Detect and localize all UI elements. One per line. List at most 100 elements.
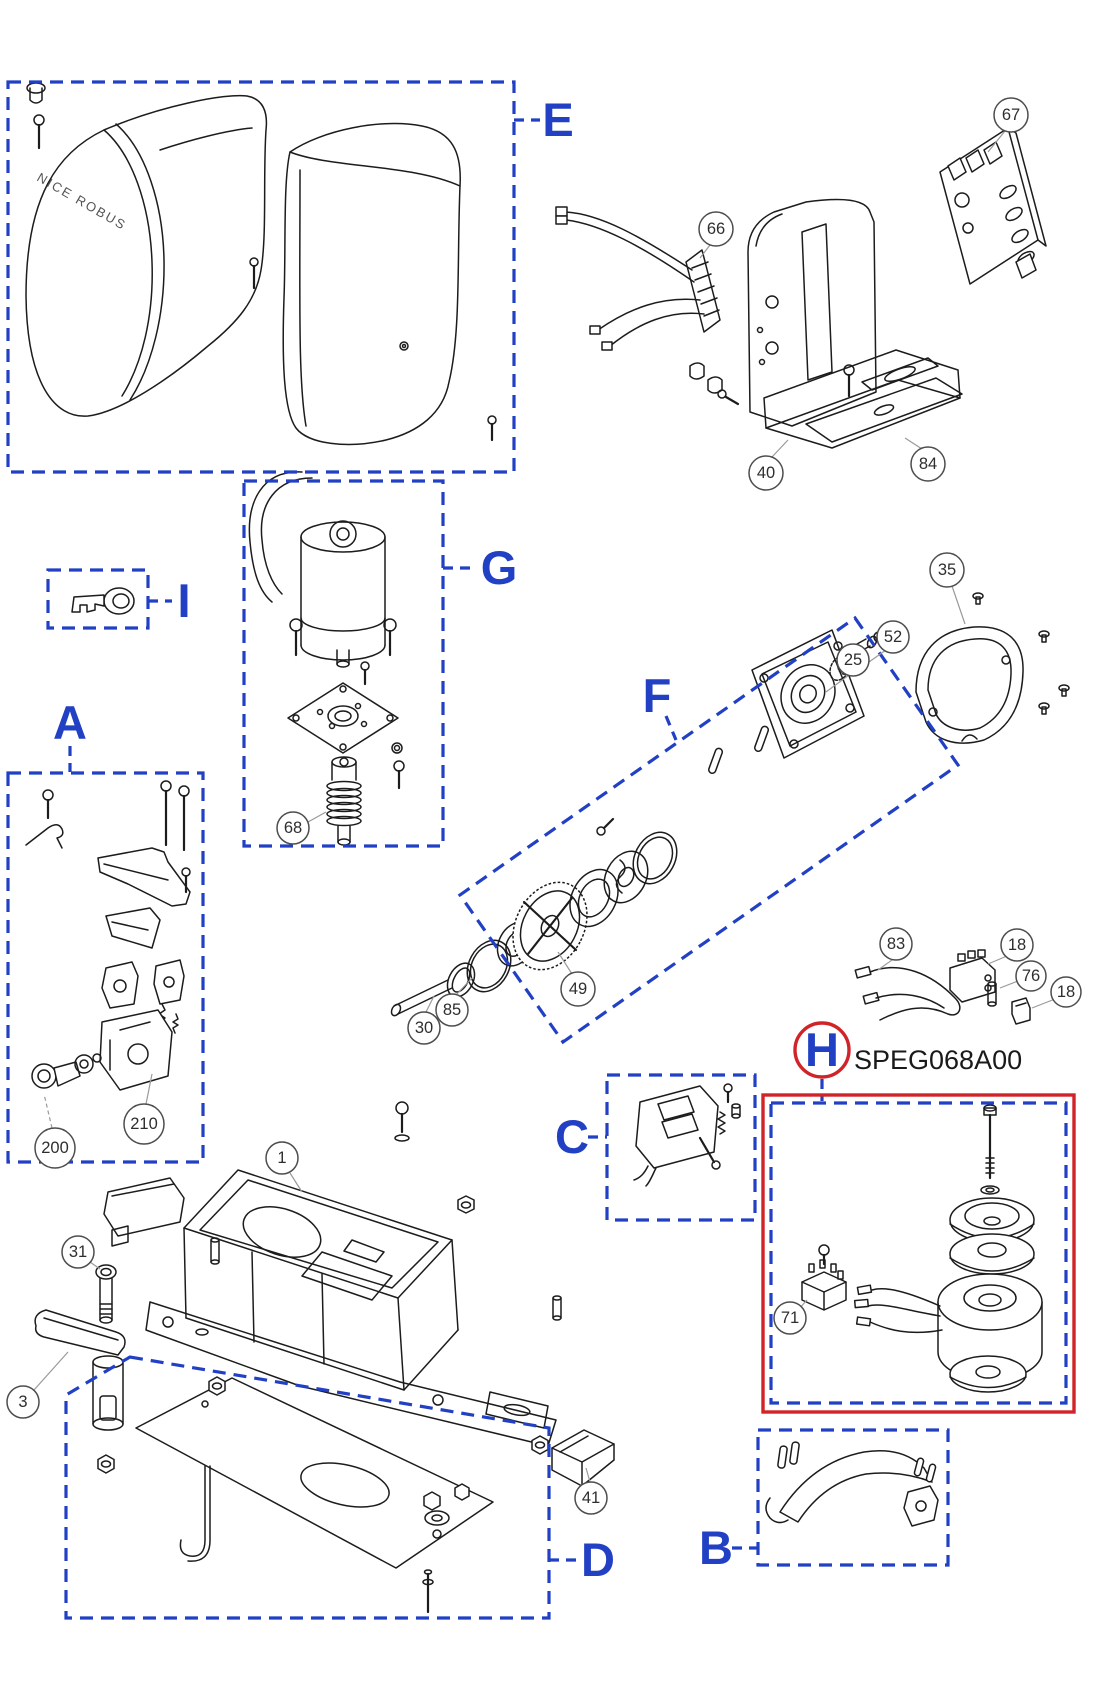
svg-text:52: 52 (884, 628, 902, 646)
cover-41 (551, 1429, 615, 1487)
group-box-A: A (6, 696, 205, 1164)
release-lock-parts (25, 780, 191, 1091)
svg-text:49: 49 (569, 980, 587, 998)
callout-30: 30 (407, 995, 441, 1045)
h-highlight-box (761, 1093, 1076, 1414)
svg-text:83: 83 (887, 935, 905, 953)
group-box-C: C (555, 1073, 757, 1222)
motor-assembly (248, 471, 397, 686)
svg-text:85: 85 (443, 1001, 461, 1019)
pin-76 (987, 981, 997, 1007)
callout-85: 85 (435, 977, 473, 1027)
callout-200: 200 (34, 1093, 76, 1169)
callout-18a: 18 (987, 928, 1034, 965)
motor-flange (751, 627, 891, 759)
svg-text:3: 3 (18, 1393, 27, 1411)
transformer-disc-bottom (949, 1355, 1027, 1393)
brand-text: NICE ROBUS (35, 170, 130, 233)
group-label-B: B (699, 1521, 733, 1574)
callout-18b: 18 (1031, 976, 1082, 1009)
transformer-kit (801, 1104, 1043, 1393)
main-base-body (145, 1169, 557, 1447)
svg-text:35: 35 (938, 561, 956, 579)
capacitor-wire (854, 965, 961, 1021)
group-box-B: B (699, 1428, 950, 1574)
clip-18 (1011, 997, 1031, 1025)
callout-25: 25 (825, 643, 870, 693)
group-box-E: E (6, 80, 574, 474)
callout-41: 41 (574, 1467, 608, 1515)
main-gear (512, 881, 588, 971)
base-small-parts (103, 1101, 562, 1321)
group-label-F: F (643, 669, 672, 722)
switch-block (949, 949, 996, 1003)
group-box-G: G (242, 479, 518, 848)
callout-35: 35 (929, 552, 966, 625)
drive-gear-train (390, 725, 770, 1017)
wire-harness (555, 206, 721, 351)
control-board (939, 127, 1047, 285)
svg-text:66: 66 (707, 220, 725, 238)
group-box-F: F (457, 615, 961, 1045)
rectifier-block (801, 1244, 847, 1311)
svg-text:71: 71 (781, 1309, 799, 1327)
group-label-D: D (581, 1533, 615, 1586)
release-bolt-31 (95, 1264, 117, 1324)
release-arm-parts (765, 1441, 939, 1527)
gearbox-plate (287, 682, 399, 754)
key (71, 587, 135, 615)
callout-66: 66 (698, 211, 734, 259)
callout-31: 31 (61, 1235, 101, 1270)
release-handle-3 (34, 1309, 126, 1431)
svg-text:31: 31 (69, 1243, 87, 1261)
group-box-D: D (64, 1355, 615, 1620)
callout-68: 68 (276, 811, 327, 845)
group-label-G: G (481, 541, 518, 594)
group-label-E: E (542, 93, 573, 146)
transformer-disc-mid (949, 1233, 1035, 1275)
group-box-H: H SPEG068A00 (761, 1021, 1076, 1414)
callout-76: 76 (999, 960, 1047, 992)
chassis-tray (689, 349, 963, 449)
svg-text:210: 210 (130, 1115, 158, 1133)
callout-83: 83 (877, 927, 913, 971)
svg-text:76: 76 (1022, 967, 1040, 985)
foundation-plate (97, 1376, 549, 1614)
callout-40: 40 (748, 439, 789, 491)
svg-text:18: 18 (1008, 936, 1026, 954)
svg-text:41: 41 (582, 1489, 600, 1507)
callout-67: 67 (987, 97, 1029, 153)
callout-49: 49 (557, 951, 596, 1007)
callout-71: 71 (773, 1299, 808, 1335)
chassis-back-panel (747, 198, 877, 427)
cover-push-pins (972, 592, 1070, 715)
callout-210: 210 (123, 1073, 165, 1145)
svg-text:30: 30 (415, 1019, 433, 1037)
group-label-A: A (53, 696, 87, 749)
callout-3: 3 (6, 1351, 69, 1419)
worm-gear (326, 742, 405, 846)
svg-text:25: 25 (844, 651, 862, 669)
callout-52: 52 (868, 620, 910, 663)
svg-text:1: 1 (277, 1149, 286, 1167)
svg-text:84: 84 (919, 455, 937, 473)
limit-switch-assembly (633, 1083, 741, 1187)
cover-left: NICE ROBUS (25, 94, 268, 417)
part-code: SPEG068A00 (854, 1045, 1022, 1075)
svg-text:40: 40 (757, 464, 775, 482)
svg-text:67: 67 (1002, 106, 1020, 124)
gear-cover (915, 626, 1024, 744)
callout-84: 84 (904, 437, 946, 482)
cover-right (282, 122, 497, 446)
svg-text:200: 200 (41, 1139, 69, 1157)
group-label-I: I (177, 574, 190, 627)
group-box-I: I (46, 568, 191, 630)
group-label-H: H (805, 1023, 839, 1076)
svg-text:18: 18 (1057, 983, 1075, 1001)
toroid-core (937, 1273, 1043, 1381)
h-highlight-circle (793, 1021, 851, 1079)
svg-text:68: 68 (284, 819, 302, 837)
cover-left-fasteners (26, 82, 259, 290)
